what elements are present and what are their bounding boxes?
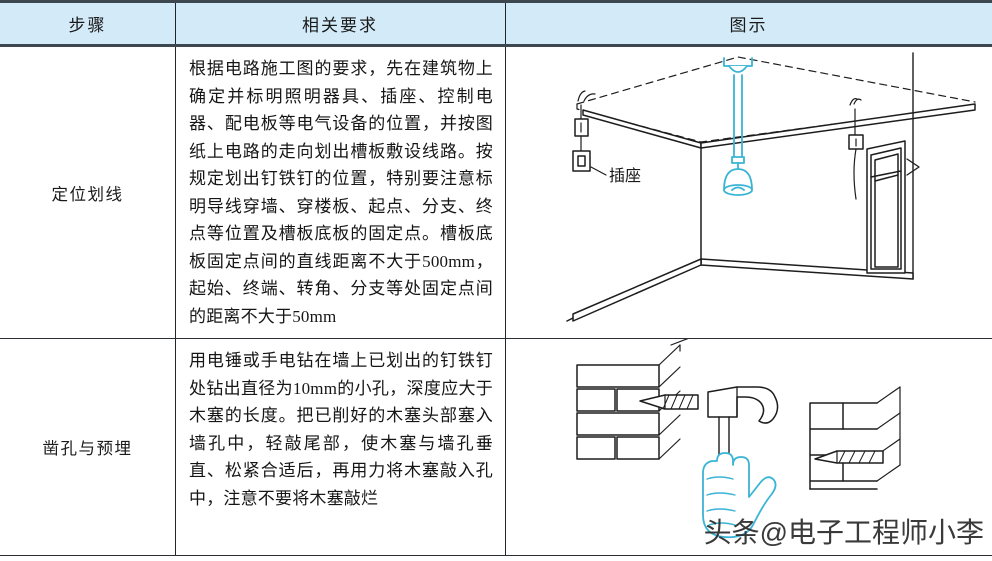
socket-annotation-label: 插座 <box>609 167 641 185</box>
door-leaf <box>874 153 899 268</box>
brick-hammer-illustration <box>576 339 901 539</box>
step-name-cell: 定位划线 <box>0 45 175 340</box>
door-opening <box>866 140 906 274</box>
column-header-step: 步骤 <box>0 0 175 47</box>
right-wire-curve-2 <box>853 98 862 105</box>
right-ceiling-molding <box>700 103 976 149</box>
lamp-ceiling-bracket <box>723 57 753 67</box>
lamp-canopy <box>728 65 748 73</box>
lamp-bulb <box>731 186 745 191</box>
table-row: 凿孔与预埋 用电锤或手电钻在墙上已划出的钉铁钉处钻出直径为10mm的小孔，深度应… <box>0 338 992 557</box>
socket-symbol-inner <box>577 155 586 167</box>
header-row: 步骤 相关要求 图示 <box>0 0 992 47</box>
figure-cell: 插座 <box>505 45 992 340</box>
column-header-figure: 图示 <box>505 0 992 47</box>
column-header-requirement: 相关要求 <box>175 0 505 47</box>
wall-break-mark <box>906 158 920 176</box>
table-body: 定位划线 根据电路施工图的要求，先在建筑物上确定并标明照明器具、插座、控制电器、… <box>0 45 992 557</box>
left-baseboard <box>572 258 702 322</box>
ceiling-wiring-dashed <box>576 56 976 105</box>
left-wire-curve-1 <box>577 90 586 102</box>
requirement-text: 用电锤或手电钻在墙上已划出的钉铁钉处钻出直径为10mm的小孔，深度应大于木塞的长… <box>189 351 493 508</box>
brick-wall-hammer-plug-figure: 头条@电子工程师小李 <box>505 339 992 555</box>
left-ceiling-molding <box>582 109 702 149</box>
left-wire-curve-2 <box>583 93 596 102</box>
door-frame-inner <box>870 147 902 270</box>
right-wire-curve-1 <box>849 98 858 106</box>
wooden-plug-left <box>639 394 699 411</box>
lamp-rod <box>733 74 743 158</box>
room-wiring-illustration: 插座 <box>566 52 976 322</box>
socket-leader-line <box>590 166 607 176</box>
lamp-shade-rim <box>723 184 753 196</box>
right-brick-wall <box>809 386 901 491</box>
hand-icon <box>702 452 777 539</box>
table-row: 定位划线 根据电路施工图的要求，先在建筑物上确定并标明照明器具、插座、控制电器、… <box>0 45 992 340</box>
left-baseboard-tip <box>566 317 574 322</box>
requirement-text: 根据电路施工图的要求，先在建筑物上确定并标明照明器具、插座、控制电器、配电板等电… <box>189 59 493 326</box>
door-transom-line <box>870 170 902 178</box>
left-brick-wall <box>576 339 689 461</box>
table-header: 步骤 相关要求 图示 <box>0 0 992 47</box>
room-wiring-layout-figure: 插座 <box>505 47 992 338</box>
pendant-lamp-icon <box>723 57 753 196</box>
wooden-plug-right <box>814 450 884 465</box>
figure-cell: 头条@电子工程师小李 <box>505 338 992 557</box>
lamp-rod-collar <box>731 156 745 164</box>
door-transom-line-2 <box>874 174 899 182</box>
right-wire-hanging <box>853 148 857 200</box>
step-name-cell: 凿孔与预埋 <box>0 338 175 557</box>
requirement-cell: 根据电路施工图的要求，先在建筑物上确定并标明照明器具、插座、控制电器、配电板等电… <box>175 45 505 340</box>
requirement-cell: 用电锤或手电钻在墙上已划出的钉铁钉处钻出直径为10mm的小孔，深度应大于木塞的长… <box>175 338 505 557</box>
